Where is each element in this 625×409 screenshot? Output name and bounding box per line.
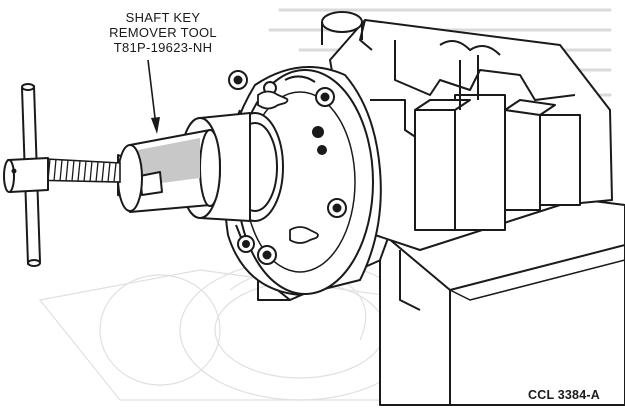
- bolt-heads: [228, 70, 347, 265]
- forcing-screw: [27, 157, 121, 183]
- figure-id: CCL 3384-A: [528, 388, 600, 402]
- callout-line-3: T81P-19623-NH: [113, 40, 213, 55]
- keyhole-slots: [257, 90, 319, 244]
- callout-line-1: SHAFT KEY: [125, 10, 201, 25]
- shaft-key-remover-tool: [117, 129, 221, 213]
- tool-callout-label: SHAFT KEY REMOVER TOOL T81P-19623-NH: [88, 10, 238, 55]
- callout-leader-arrow: [147, 59, 160, 134]
- callout-line-2: REMOVER TOOL: [109, 25, 217, 40]
- t-handle: [3, 83, 49, 267]
- compressor-body: [321, 11, 613, 251]
